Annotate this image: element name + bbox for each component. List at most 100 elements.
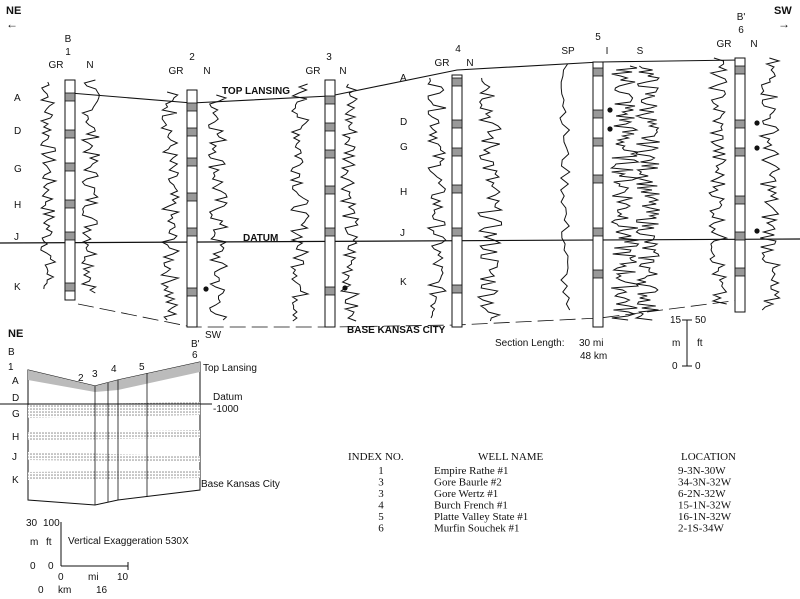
top-lansing-label: TOP LANSING xyxy=(222,86,290,97)
table-row-2-location: 34-3N-32W xyxy=(678,477,732,489)
zone-g-mid-label: G xyxy=(400,142,408,153)
well-6-zone-marker xyxy=(734,147,746,157)
well-4-zone-marker xyxy=(451,227,463,237)
well-5-zone-marker xyxy=(592,137,604,147)
zone-k-label: K xyxy=(14,282,21,293)
well-6-zone-marker xyxy=(734,119,746,129)
well-5-log-i: I xyxy=(606,46,609,57)
well-2-number: 2 xyxy=(189,52,195,63)
well-4-log-gr: GR xyxy=(435,58,450,69)
zone-g-label: G xyxy=(14,164,22,175)
section-scale-ft: ft xyxy=(697,338,703,349)
section-length-mi: 30 mi xyxy=(579,338,603,349)
index-well-5: 5 xyxy=(139,362,145,373)
table-row-6-index: 6 xyxy=(378,523,384,535)
index-vscale-m: m xyxy=(30,537,38,548)
index-hscale-ten: 10 xyxy=(117,572,129,583)
table-row-1-index: 1 xyxy=(378,465,384,477)
section-scale-m-top: 15 xyxy=(670,315,682,326)
index-ne-label: NE xyxy=(8,328,23,340)
log-curve-well-2-n xyxy=(207,94,230,321)
well-column-3 xyxy=(324,79,336,328)
index-vscale-m-top: 30 xyxy=(26,518,38,529)
sample-dot-well-5-a xyxy=(607,107,613,113)
well-3-zone-marker xyxy=(324,185,336,195)
sample-dot-well-2 xyxy=(203,286,209,292)
well-2-zone-marker xyxy=(186,102,198,112)
well-3-zone-marker xyxy=(324,122,336,132)
well-5-zone-marker xyxy=(592,109,604,119)
table-row-3-index: 3 xyxy=(378,488,384,500)
well-2-bottom-sw-label: SW xyxy=(205,330,222,341)
table-row-4-location: 15-1N-32W xyxy=(678,500,732,512)
zone-h-label: H xyxy=(14,200,21,211)
zone-a-mid-label: A xyxy=(400,73,407,84)
ne-arrow-icon: ← xyxy=(6,17,18,31)
well-6-marker: B' xyxy=(737,12,746,23)
log-curve-well-1-gr xyxy=(39,81,58,290)
well-1-number: 1 xyxy=(65,47,71,58)
table-row-2-name: Gore Baurle #2 xyxy=(434,477,502,489)
log-curve-well-1-n xyxy=(80,79,100,294)
vertical-exaggeration-label: Vertical Exaggeration 530X xyxy=(68,536,189,547)
well-6-zone-marker xyxy=(734,267,746,277)
well-1-zone-marker xyxy=(64,129,76,139)
base-kansas-city-label: BASE KANSAS CITY xyxy=(347,325,446,336)
index-datum-label: Datum xyxy=(213,392,242,403)
sample-dot-well-6-c xyxy=(754,228,760,234)
section-scale-ft-top: 50 xyxy=(695,315,707,326)
index-zone-d: D xyxy=(12,393,19,404)
well-5-zone-marker xyxy=(592,67,604,77)
index-zone-h: H xyxy=(12,432,19,443)
index-vscale-m-bottom: 0 xyxy=(30,561,36,572)
table-header-location: LOCATION xyxy=(681,451,736,463)
well-3-number: 3 xyxy=(326,52,332,63)
log-curve-well-5-sp xyxy=(559,63,571,311)
sw-arrow-icon: → xyxy=(778,17,790,31)
well-3-log-n: N xyxy=(339,66,346,77)
index-vscale-ft: ft xyxy=(46,537,52,548)
table-row-4-name: Burch French #1 xyxy=(434,500,508,512)
well-4-zone-marker xyxy=(451,284,463,294)
well-1-log-gr: GR xyxy=(49,60,64,71)
well-5-log-sp: SP xyxy=(561,46,575,57)
log-curve-well-5-i xyxy=(609,65,641,321)
section-scale-m-bottom: 0 xyxy=(672,361,678,372)
well-4-number: 4 xyxy=(455,44,461,55)
well-5-zone-marker xyxy=(592,227,604,237)
table-row-6-name: Murfin Souchek #1 xyxy=(434,523,520,535)
table-header-name: WELL NAME xyxy=(478,451,544,463)
well-1-zone-marker xyxy=(64,92,76,102)
well-2-zone-marker xyxy=(186,127,198,137)
base-kansas-city-line xyxy=(77,299,741,328)
well-3-zone-marker xyxy=(324,227,336,237)
index-band-k xyxy=(28,470,200,480)
well-6-number: 6 xyxy=(738,25,744,36)
index-vertical-scale: 30 100 m ft 0 0 Vertical Exaggeration 53… xyxy=(26,518,189,596)
index-well-4: 4 xyxy=(111,364,117,375)
index-zone-g: G xyxy=(12,409,20,420)
well-column-2 xyxy=(186,89,198,328)
index-zone-j: J xyxy=(12,452,17,463)
table-row-5-index: 5 xyxy=(378,511,384,523)
section-length-label: Section Length: xyxy=(495,338,565,349)
well-1-zone-marker xyxy=(64,231,76,241)
well-5-log-s: S xyxy=(637,46,644,57)
well-2-zone-marker xyxy=(186,287,198,297)
log-curve-well-4-n xyxy=(476,77,504,322)
section-scale-m: m xyxy=(672,338,680,349)
index-hscale-sixteen: 16 xyxy=(96,585,108,596)
log-curve-well-3-n xyxy=(339,83,361,322)
table-row-2-index: 3 xyxy=(378,477,384,489)
index-top-lansing-label: Top Lansing xyxy=(203,363,257,374)
well-5-zone-marker xyxy=(592,269,604,279)
sample-dot-well-5-b xyxy=(607,126,613,132)
well-1-zone-marker xyxy=(64,162,76,172)
well-2-zone-marker xyxy=(186,192,198,202)
section-length-km: 48 km xyxy=(580,351,607,362)
log-curve-well-4-gr xyxy=(426,77,447,319)
well-column-6 xyxy=(734,57,746,313)
well-4-zone-marker xyxy=(451,184,463,194)
table-row-5-location: 16-1N-32W xyxy=(678,511,732,523)
table-row-5-name: Platte Valley State #1 xyxy=(434,511,528,523)
